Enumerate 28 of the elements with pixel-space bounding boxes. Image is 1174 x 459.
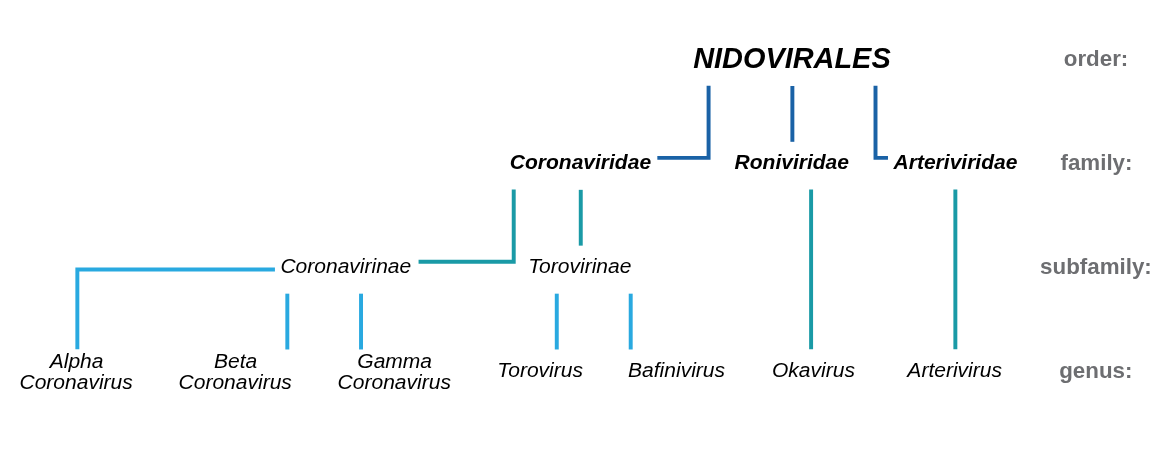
connector [554,293,559,350]
node-text: Alpha Coronavirus [19,348,133,393]
connector [628,293,633,350]
label: order: [1063,45,1129,71]
node-text: Coronaviridae [509,150,652,174]
connector [75,267,275,350]
connector [790,86,795,142]
connector [418,189,516,264]
node-text: NIDOVIRALES [693,41,891,74]
label: family: [1060,149,1133,175]
node-text: Gamma Coronavirus [337,348,451,393]
connector [285,293,290,350]
node-text: Okavirus [772,358,855,382]
node-text: Bafinivirus [628,358,726,382]
node-text: Coronavirinae [280,254,412,278]
connector [657,85,711,160]
node-text: Torovirus [497,358,583,382]
node-text: Torovirinae [528,254,632,278]
label: genus: [1059,357,1133,383]
connector [809,189,814,350]
connector [578,189,583,246]
node-text: Roniviridae [734,150,849,174]
label: subfamily: [1040,253,1152,279]
node-text: Beta Coronavirus [178,348,292,393]
node-text: Arterivirus [907,358,1002,382]
connector [359,293,363,350]
connector [953,189,958,350]
node-text: Arteriviridae [893,150,1018,174]
